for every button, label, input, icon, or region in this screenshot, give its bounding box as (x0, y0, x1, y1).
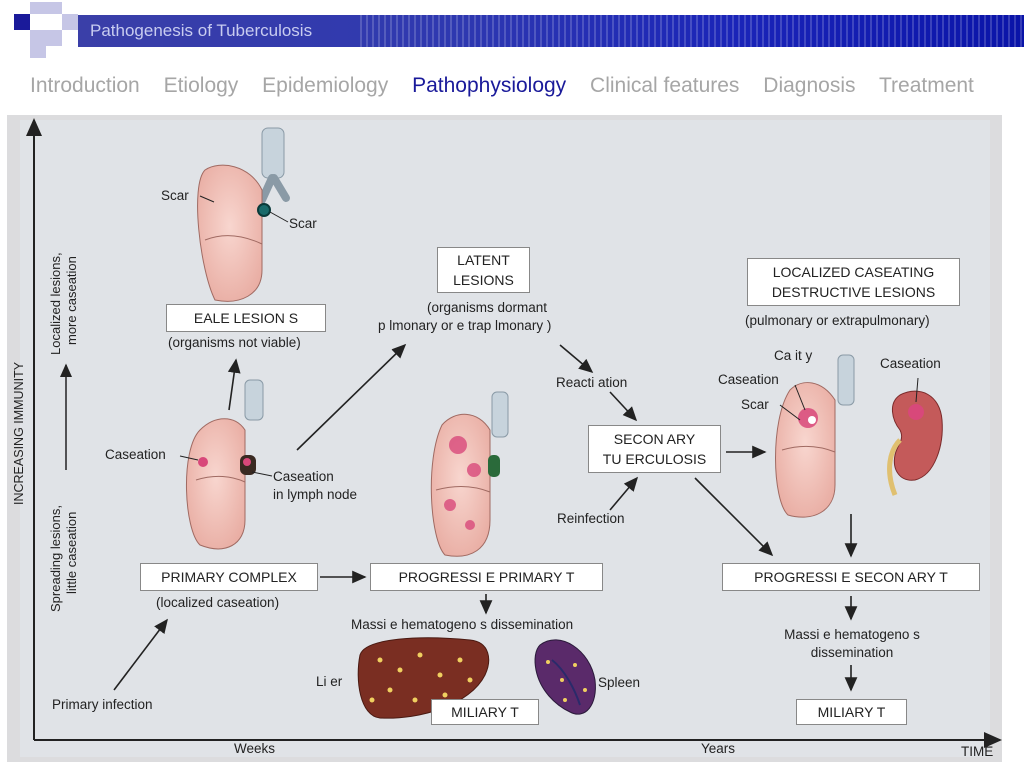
nav-etiology[interactable]: Etiology (163, 74, 239, 97)
x-label-years: Years (701, 741, 736, 756)
progressive-primary-box: PROGRESSI E PRIMARY T (370, 563, 603, 591)
slide-logo (0, 0, 80, 62)
healed-note: (organisms not viable) (168, 335, 301, 350)
primary-caseation-label: Caseation (105, 447, 166, 462)
y-top-label-1: Localized lesions, (48, 252, 63, 355)
secondary-box-line-2: TU ERCULOSIS (602, 451, 707, 467)
nav-epidemiology[interactable]: Epidemiology (262, 74, 389, 97)
miliary-left-box: MILIARY T (431, 699, 539, 725)
nav-diagnosis[interactable]: Diagnosis (763, 74, 856, 97)
primary-complex-box: PRIMARY COMPLEX (140, 563, 318, 591)
secondary-box-line-1: SECON ARY (613, 431, 696, 447)
liver-label: Li er (316, 674, 343, 689)
y-bottom-label-2: little caseation (64, 511, 79, 594)
nav-pathophysiology[interactable]: Pathophysiology (412, 74, 567, 97)
massive-dissemination-right-1: Massi e hematogeno s (784, 627, 920, 642)
miliary-right-box: MILIARY T (796, 699, 907, 725)
localized-box-line-2: DESTRUCTIVE LESIONS (771, 284, 936, 300)
x-label-time: TIME (961, 744, 994, 759)
massive-dissemination-left: Massi e hematogeno s dissemination (351, 617, 574, 632)
header-pattern (360, 15, 1024, 47)
x-label-weeks: Weeks (234, 741, 276, 756)
secondary-tb-box: SECON ARY TU ERCULOSIS (588, 425, 721, 473)
primary-note: (localized caseation) (156, 595, 280, 610)
nav-introduction[interactable]: Introduction (30, 74, 140, 97)
progressive-lung-illustration (430, 391, 509, 557)
secondary-caseation-label: Caseation (718, 372, 779, 387)
y-top-label-2: more caseation (64, 256, 79, 345)
progressive-secondary-box: PROGRESSI E SECON ARY T (722, 563, 980, 591)
nav-clinical-features[interactable]: Clinical features (590, 74, 740, 97)
kidney-caseation-label: Caseation (880, 356, 941, 371)
section-nav: Introduction Etiology Epidemiology Patho… (30, 74, 992, 98)
nav-treatment[interactable]: Treatment (878, 74, 974, 97)
y-axis-label: INCREASING IMMUNITY (12, 361, 26, 505)
latent-lesions-box: LATENT LESIONS (437, 247, 530, 293)
header-bar (78, 15, 1024, 47)
latent-note-1: (organisms dormant (426, 300, 548, 315)
localized-caseating-box: LOCALIZED CASEATING DESTRUCTIVE LESIONS (747, 258, 960, 306)
secondary-scar-label: Scar (741, 397, 769, 412)
localized-note: (pulmonary or extrapulmonary) (745, 313, 930, 328)
liver-illustration (357, 637, 490, 719)
primary-node-label-1: Caseation (273, 469, 334, 484)
localized-box-line-1: LOCALIZED CASEATING (772, 264, 935, 280)
reactivation-label: Reacti ation (556, 375, 628, 390)
kidney-illustration (887, 377, 943, 496)
secondary-cavity-label: Ca it y (774, 348, 813, 363)
massive-dissemination-right-2: dissemination (810, 645, 894, 660)
latent-box-line-2: LESIONS (453, 272, 514, 288)
latent-note-2: p lmonary or e trap lmonary ) (378, 318, 552, 333)
latent-box-line-1: LATENT (457, 252, 510, 268)
y-bottom-label-1: Spreading lesions, (48, 505, 63, 612)
primary-lung-illustration (179, 379, 273, 550)
primary-infection-label: Primary infection (52, 697, 153, 712)
spleen-illustration (534, 639, 596, 715)
secondary-lung-illustration (775, 354, 855, 518)
slide-title: Pathogenesis of Tuberculosis (90, 21, 313, 40)
primary-node-label-2: in lymph node (273, 487, 358, 502)
healed-lesions-box: EALE LESION S (166, 304, 326, 332)
spleen-label: Spleen (598, 675, 641, 690)
healed-scar-left: Scar (161, 188, 189, 203)
healed-scar-right: Scar (289, 216, 317, 231)
healed-lung-illustration (197, 127, 290, 302)
reinfection-label: Reinfection (557, 511, 625, 526)
